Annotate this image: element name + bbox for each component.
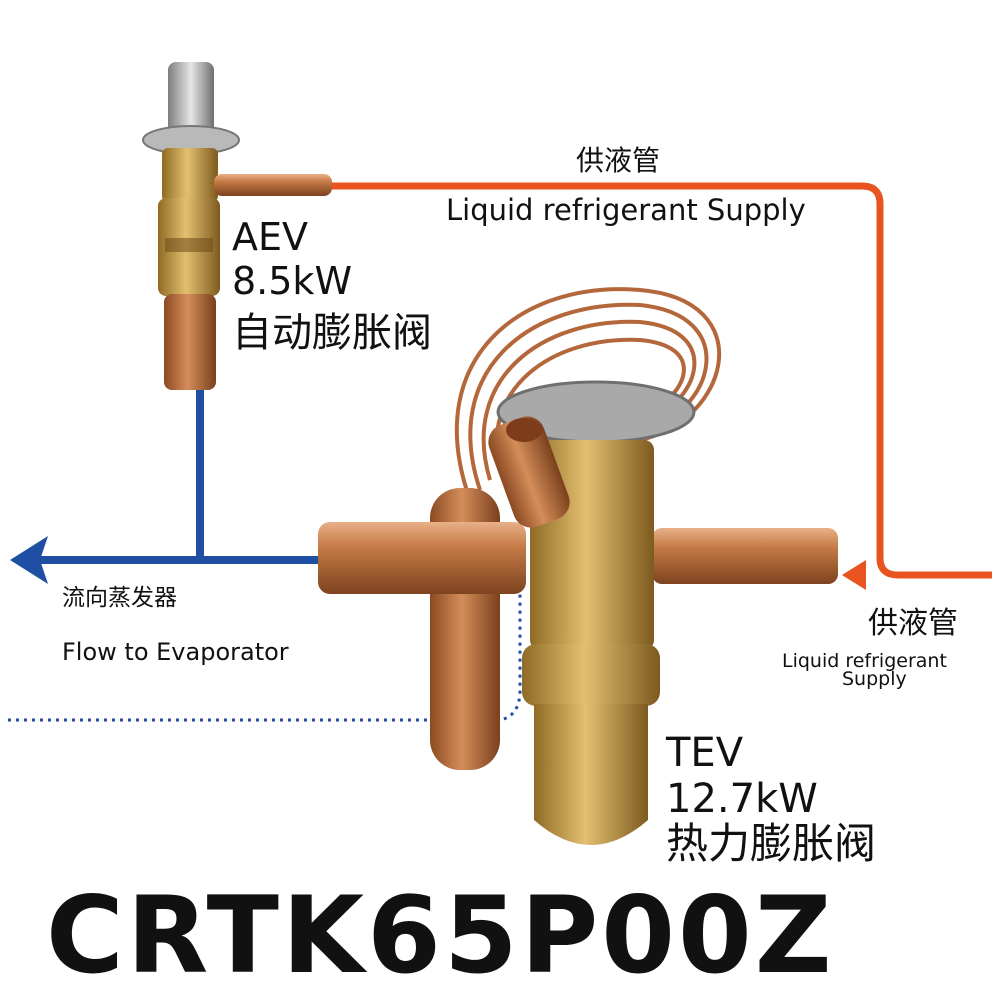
aev-valve-illustration: [142, 62, 332, 390]
flow-chinese-label: 流向蒸发器: [62, 585, 177, 611]
aev-power-label: 8.5kW: [232, 259, 353, 303]
supply-right-english-line2: Supply: [842, 668, 907, 690]
supply-top-english-label: Liquid refrigerant Supply: [446, 193, 806, 227]
supply-right-chinese-label: 供液管: [868, 606, 958, 641]
supply-arrow-head: [842, 560, 866, 590]
supply-right-english-line1: Liquid refrigerant: [782, 650, 947, 672]
tev-chinese-label: 热力膨胀阀: [666, 819, 877, 868]
model-number: CRTK65P00Z: [46, 874, 835, 997]
tev-power-label: 12.7kW: [666, 776, 818, 822]
supply-top-chinese-label: 供液管: [576, 144, 661, 177]
flow-line: [40, 390, 320, 564]
aev-chinese-label: 自动膨胀阀: [232, 310, 432, 356]
flow-english-label: Flow to Evaporator: [62, 638, 289, 666]
tev-valve-illustration: [318, 287, 838, 845]
flow-arrow-head: [10, 536, 48, 584]
tev-label: TEV: [666, 730, 744, 776]
aev-label: AEV: [232, 215, 308, 259]
supply-line: [330, 182, 992, 579]
